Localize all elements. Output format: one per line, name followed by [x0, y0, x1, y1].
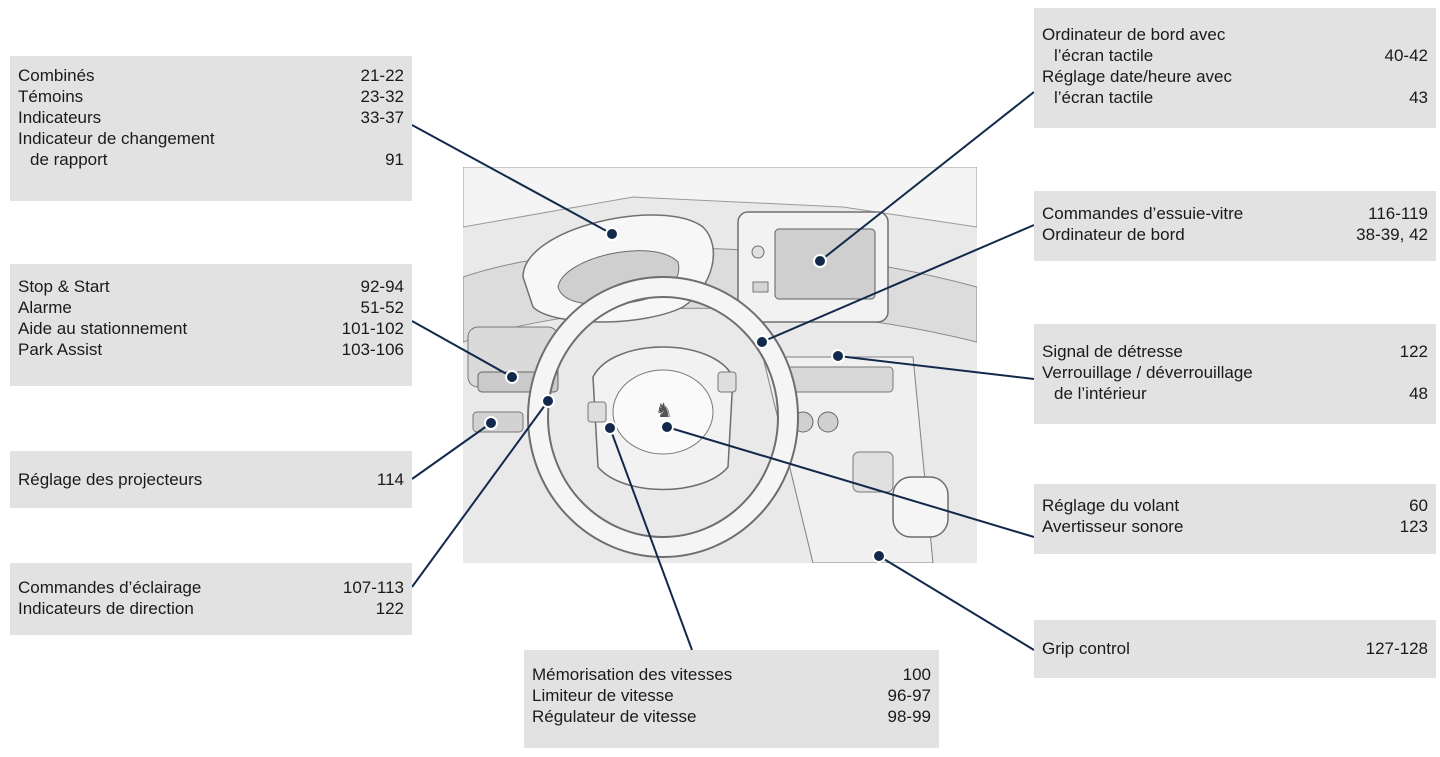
callout-dot-cluster [605, 227, 619, 241]
callout-dot-headlamp [484, 416, 498, 430]
callout-row: Ordinateur de bord avec [1042, 25, 1226, 44]
callout-dot-stop-start [505, 370, 519, 384]
callout-row: Réglage date/heure avec [1042, 67, 1232, 86]
callout-dot-hazard [831, 349, 845, 363]
callout-dot-speed [603, 421, 617, 435]
callout-dot-wiper [755, 335, 769, 349]
callout-row: Indicateur de changement [18, 129, 215, 148]
svg-text:♞: ♞ [655, 398, 673, 422]
dashboard-illustration: ♞ [463, 167, 977, 563]
callout-dot-grip [872, 549, 886, 563]
callout-dot-touchscreen [813, 254, 827, 268]
callout-row: Verrouillage / déverrouillage [1042, 363, 1253, 382]
callout-dot-horn [660, 420, 674, 434]
callout-dot-lighting [541, 394, 555, 408]
